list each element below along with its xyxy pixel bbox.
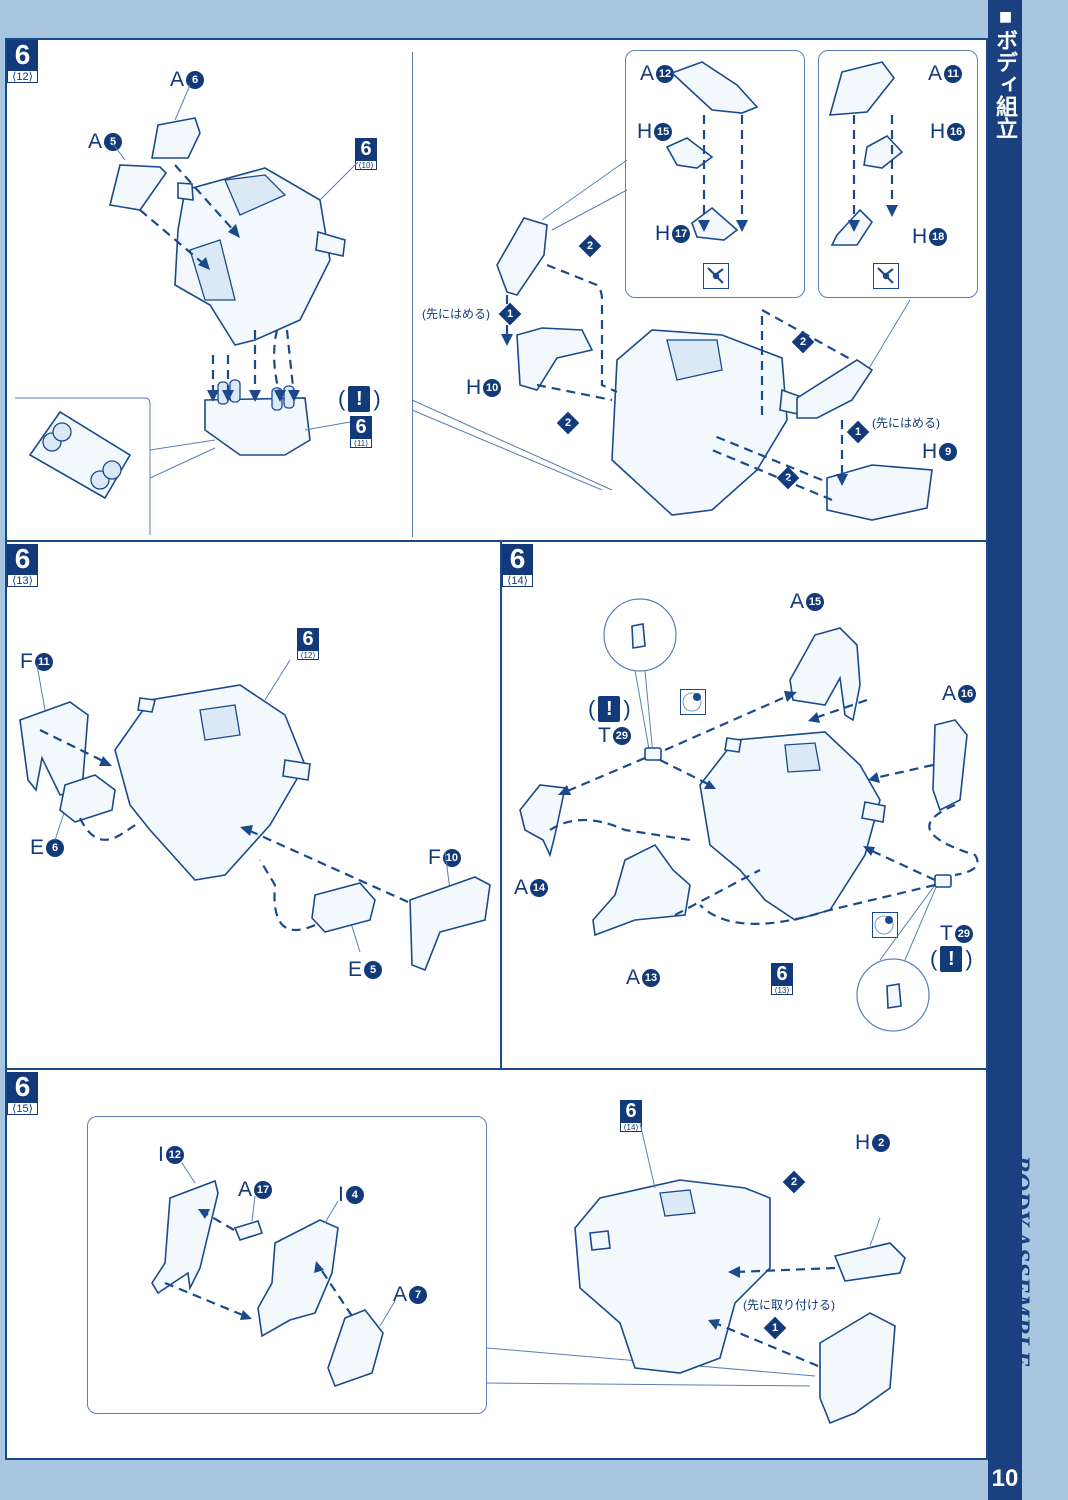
part-chest-plate xyxy=(819,1312,896,1425)
note-attach-first: (先に取り付ける) xyxy=(743,1298,835,1312)
part-a17 xyxy=(233,1220,264,1241)
part-t29 xyxy=(644,747,662,761)
part-e6 xyxy=(59,774,116,823)
step-badge-14: 6 ⟨14⟩ xyxy=(502,544,533,587)
step-13-diagram xyxy=(19,659,491,972)
torso-assembly xyxy=(114,684,306,881)
step-15-diagram xyxy=(151,1122,906,1425)
step-12-torso-diagram xyxy=(15,84,359,535)
part-a16 xyxy=(932,719,968,812)
divider xyxy=(5,540,988,542)
ref-badge-13: 6 ⟨13⟩ xyxy=(771,963,793,995)
warning-mark: (!) xyxy=(930,946,973,972)
divider xyxy=(500,540,502,1068)
section-title-en: BODY ASSEMBLE xyxy=(1006,1155,1035,1368)
page-number: 10 xyxy=(991,1465,1019,1492)
part-shoulder-armor-right xyxy=(796,359,874,419)
part-a6 xyxy=(151,117,201,159)
section-title-jp: ■ボディ組立 xyxy=(993,4,1018,139)
part-h9 xyxy=(826,464,933,521)
step-14-diagram xyxy=(519,598,979,1032)
torso-assembly xyxy=(699,731,881,921)
sticker-seal-icon xyxy=(680,689,706,715)
warning-mark: (!) xyxy=(588,696,631,722)
part-h2 xyxy=(833,1242,906,1282)
divider xyxy=(412,52,413,537)
sticker-seal-icon xyxy=(872,912,898,938)
divider xyxy=(5,1068,988,1070)
nippers-icon xyxy=(703,263,729,289)
warning-icon: ! xyxy=(598,696,621,722)
part-e5 xyxy=(311,882,376,933)
part-a7 xyxy=(327,1309,384,1388)
part-a14 xyxy=(519,784,566,858)
part-h16 xyxy=(863,134,904,169)
nippers-icon xyxy=(873,263,899,289)
ref-badge-14: 6 ⟨14⟩ xyxy=(620,1100,642,1132)
note-fit-first: (先にはめる) xyxy=(872,416,940,430)
torso-assembly xyxy=(174,167,331,346)
part-a5 xyxy=(109,164,168,211)
section-sidebar xyxy=(988,0,1022,1500)
warning-icon: ! xyxy=(348,386,371,412)
step-badge-12: 6 ⟨12⟩ xyxy=(7,40,38,83)
step-12-shoulder-diagram xyxy=(411,61,933,521)
part-h17 xyxy=(691,206,739,241)
torso-assembly xyxy=(611,329,788,516)
ref-badge-12: 6 ⟨12⟩ xyxy=(297,628,319,660)
part-f10 xyxy=(409,876,491,972)
part-a13 xyxy=(592,843,691,937)
waist-underside-view xyxy=(28,410,132,500)
step-badge-13: 6 ⟨13⟩ xyxy=(7,544,38,587)
part-i12 xyxy=(151,1179,219,1295)
part-f11 xyxy=(19,701,89,796)
warning-mark: (!) xyxy=(338,386,381,412)
step-badge-15: 6 ⟨15⟩ xyxy=(7,1072,38,1115)
part-shoulder-armor-left xyxy=(496,217,548,296)
part-a12 xyxy=(670,61,759,114)
waist-base xyxy=(204,397,311,456)
part-a11 xyxy=(828,61,896,116)
warning-icon: ! xyxy=(940,946,963,972)
ref-badge-11: 6 ⟨11⟩ xyxy=(350,416,372,448)
part-t29 xyxy=(934,874,952,888)
part-h15 xyxy=(665,137,714,169)
part-h10 xyxy=(516,327,594,391)
part-i4 xyxy=(257,1219,339,1338)
note-fit-first: (先にはめる) xyxy=(422,307,490,321)
